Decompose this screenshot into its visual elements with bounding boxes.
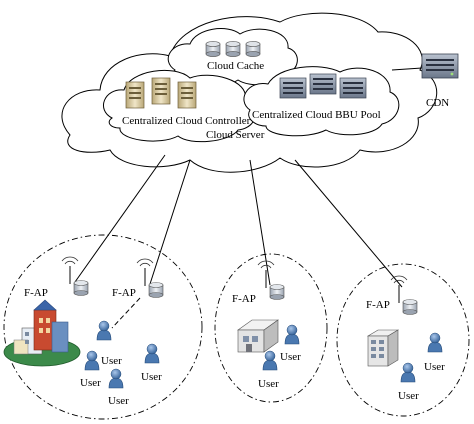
cell-2-boundary <box>214 253 328 403</box>
user-icon <box>262 350 278 371</box>
user-label: User <box>80 377 101 389</box>
cdn-link <box>391 67 423 71</box>
cdn-label: CDN <box>426 97 449 109</box>
user-label: User <box>141 371 162 383</box>
user-icon <box>108 368 124 389</box>
user-icon <box>144 343 160 364</box>
user-label: User <box>424 361 445 373</box>
user-icon <box>400 362 416 383</box>
f-ap-3-icon <box>257 260 285 300</box>
fronthaul-links <box>74 154 403 288</box>
cell-3-boundary <box>336 263 470 417</box>
fronthaul-link-3 <box>249 159 271 286</box>
controller-servers-icon <box>125 77 197 109</box>
user-icon <box>284 324 300 345</box>
f-ap-4-label: F-AP <box>366 299 390 311</box>
cache-storage-icon <box>205 41 261 57</box>
cloud-cache-label: Cloud Cache <box>207 60 264 72</box>
f-ap-2-icon <box>136 258 164 298</box>
user-label: User <box>108 395 129 407</box>
house-icon <box>237 319 279 353</box>
d2d-link <box>111 297 141 329</box>
cloud-server-group: Cloud Cache Centralized Cloud <box>61 12 438 173</box>
user-icon <box>84 350 100 371</box>
f-ap-3-label: F-AP <box>232 293 256 305</box>
user-label: User <box>280 351 301 363</box>
cell-1: F-AP F-AP <box>3 234 203 420</box>
fronthaul-link-2 <box>149 159 191 285</box>
cell-3: F-AP User User <box>336 263 470 417</box>
user-label: User <box>398 390 419 402</box>
f-ap-4-icon <box>390 275 418 315</box>
f-ap-2-label: F-AP <box>112 287 136 299</box>
office-building-icon <box>366 329 400 367</box>
fronthaul-link-4 <box>294 159 403 288</box>
cdn-server-icon <box>421 53 459 79</box>
fronthaul-link-1 <box>74 154 166 283</box>
building-icon <box>3 299 81 367</box>
bbu-pool-label: Centralized Cloud BBU Pool <box>252 109 381 121</box>
cell-2: F-AP User User <box>214 253 328 403</box>
f-ap-1-icon <box>61 256 89 296</box>
f-ap-1-label: F-AP <box>24 287 48 299</box>
bbu-pool-servers-icon <box>279 73 367 99</box>
user-label: User <box>101 355 122 367</box>
user-label: User <box>258 378 279 390</box>
cloud-server-label: Cloud Server <box>206 129 265 141</box>
user-icon <box>427 332 443 353</box>
cell-1-boundary <box>3 234 203 420</box>
controller-label: Centralized Cloud Controller <box>122 115 251 127</box>
user-icon <box>96 320 112 341</box>
